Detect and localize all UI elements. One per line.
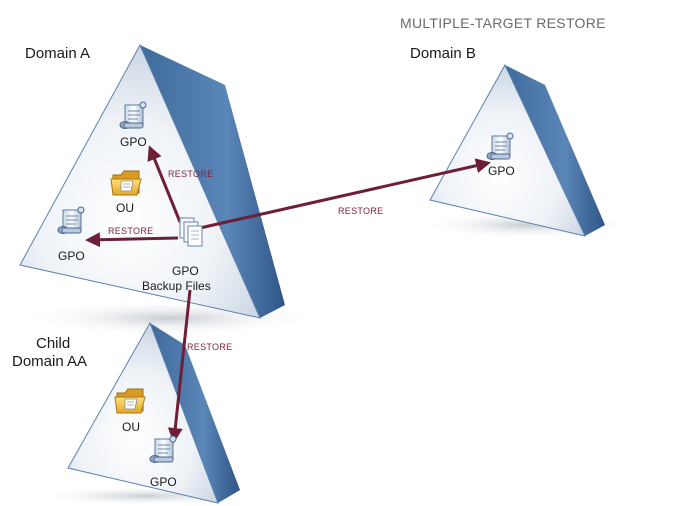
restore-arrow-child-domain bbox=[167, 289, 192, 443]
gpo-label-child: GPO bbox=[150, 475, 177, 489]
gpo-label-left: GPO bbox=[58, 249, 85, 263]
domain-b-side bbox=[505, 65, 605, 236]
ou-label-domain-a: OU bbox=[116, 201, 134, 215]
backup-label-line1: GPO bbox=[172, 264, 199, 278]
child-domain-side bbox=[150, 323, 240, 503]
backup-files-icon bbox=[179, 217, 203, 247]
restore-arrow-domain-b bbox=[199, 158, 491, 230]
folder-icon bbox=[110, 170, 142, 196]
restore-arrows bbox=[85, 145, 491, 443]
child-domain-label-line2: Domain AA bbox=[12, 353, 87, 370]
restore-label-domain-b: RESTORE bbox=[338, 206, 383, 216]
restore-label-left: RESTORE bbox=[108, 226, 153, 236]
child-domain-label-line1: Child bbox=[36, 335, 70, 352]
domain-a-side bbox=[140, 45, 285, 318]
gpo-label-domain-b: GPO bbox=[488, 164, 515, 178]
backup-label-line2: Backup Files bbox=[142, 279, 211, 293]
gpo-label-top: GPO bbox=[120, 135, 147, 149]
domain-b-label: Domain B bbox=[410, 45, 476, 62]
ou-label-child: OU bbox=[122, 420, 140, 434]
restore-label-child: RESTORE bbox=[187, 342, 232, 352]
restore-label-top: RESTORE bbox=[168, 169, 213, 179]
restore-arrow-gpo-left bbox=[85, 232, 179, 248]
child-domain-triangle bbox=[67, 321, 219, 504]
restore-arrow-gpo-top bbox=[147, 145, 182, 223]
diagram-title: MULTIPLE-TARGET RESTORE bbox=[400, 15, 606, 31]
domain-a-label: Domain A bbox=[25, 45, 90, 62]
folder-icon bbox=[114, 388, 146, 414]
